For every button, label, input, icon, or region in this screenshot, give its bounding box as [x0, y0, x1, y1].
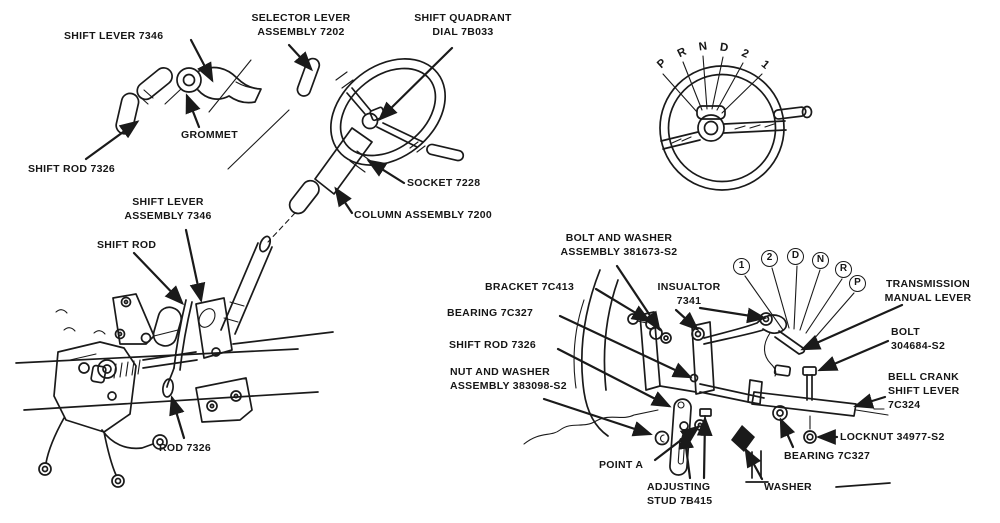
- callout-circle-p: P: [849, 275, 866, 292]
- label-adjusting-stud-7b415: ADJUSTING STUD 7B415: [647, 481, 713, 508]
- quadrant-letter-d: D: [719, 41, 729, 55]
- callout-circle-2: 2: [761, 250, 778, 267]
- label-bell-crank-shift-lever: BELL CRANK SHIFT LEVER 7C324: [888, 371, 960, 412]
- label-bolt-304684: BOLT 304684-S2: [891, 326, 946, 353]
- label-shift-quadrant-dial: SHIFT QUADRANT DIAL 7B033: [414, 12, 512, 39]
- label-bearing-7c327-left: BEARING 7C327: [447, 307, 534, 319]
- callout-circle-n: N: [812, 252, 829, 269]
- leader-arrows: [84, 38, 904, 481]
- label-column-assembly-7200: COLUMN ASSEMBLY 7200: [354, 209, 493, 221]
- shift-rod-and-lever-parts: [115, 59, 290, 170]
- steering-wheel-front-view: [659, 55, 813, 191]
- label-shift-rod-mid: SHIFT ROD: [97, 239, 157, 251]
- label-bracket-7c413: BRACKET 7C413: [485, 281, 575, 293]
- label-rod-7326: ROD 7326: [159, 442, 212, 454]
- label-selector-lever-assembly: SELECTOR LEVER ASSEMBLY 7202: [251, 12, 351, 39]
- label-insulator-7341: INSUALTOR 7341: [657, 281, 721, 308]
- column-to-steering-gear-linkage: [15, 235, 334, 488]
- label-nut-and-washer-assembly: NUT AND WASHER ASSEMBLY 383098-S2: [450, 366, 567, 393]
- label-grommet: GROMMET: [181, 129, 238, 141]
- callout-circle-r: R: [835, 261, 852, 278]
- callout-circle-d: D: [787, 248, 804, 265]
- label-point-a: POINT A: [599, 459, 644, 471]
- label-shift-lever-7346: SHIFT LEVER 7346: [64, 30, 164, 42]
- label-shift-rod-7326-top: SHIFT ROD 7326: [28, 163, 116, 175]
- label-washer: WASHER: [764, 481, 812, 493]
- label-shift-rod-7326-right: SHIFT ROD 7326: [449, 339, 537, 351]
- label-bolt-and-washer-assembly: BOLT AND WASHER ASSEMBLY 381673-S2: [560, 232, 678, 259]
- label-bearing-7c327-right: BEARING 7C327: [784, 450, 871, 462]
- label-transmission-manual-lever: TRANSMISSION MANUAL LEVER: [884, 278, 972, 305]
- label-locknut-34977: LOCKNUT 34977-S2: [840, 431, 945, 443]
- label-shift-lever-assembly-7346: SHIFT LEVER ASSEMBLY 7346: [124, 196, 212, 223]
- label-socket-7228: SOCKET 7228: [407, 177, 481, 189]
- callout-circle-1: 1: [733, 258, 750, 275]
- quadrant-letter-n: N: [698, 40, 708, 54]
- steering-column-assembly: [267, 57, 465, 243]
